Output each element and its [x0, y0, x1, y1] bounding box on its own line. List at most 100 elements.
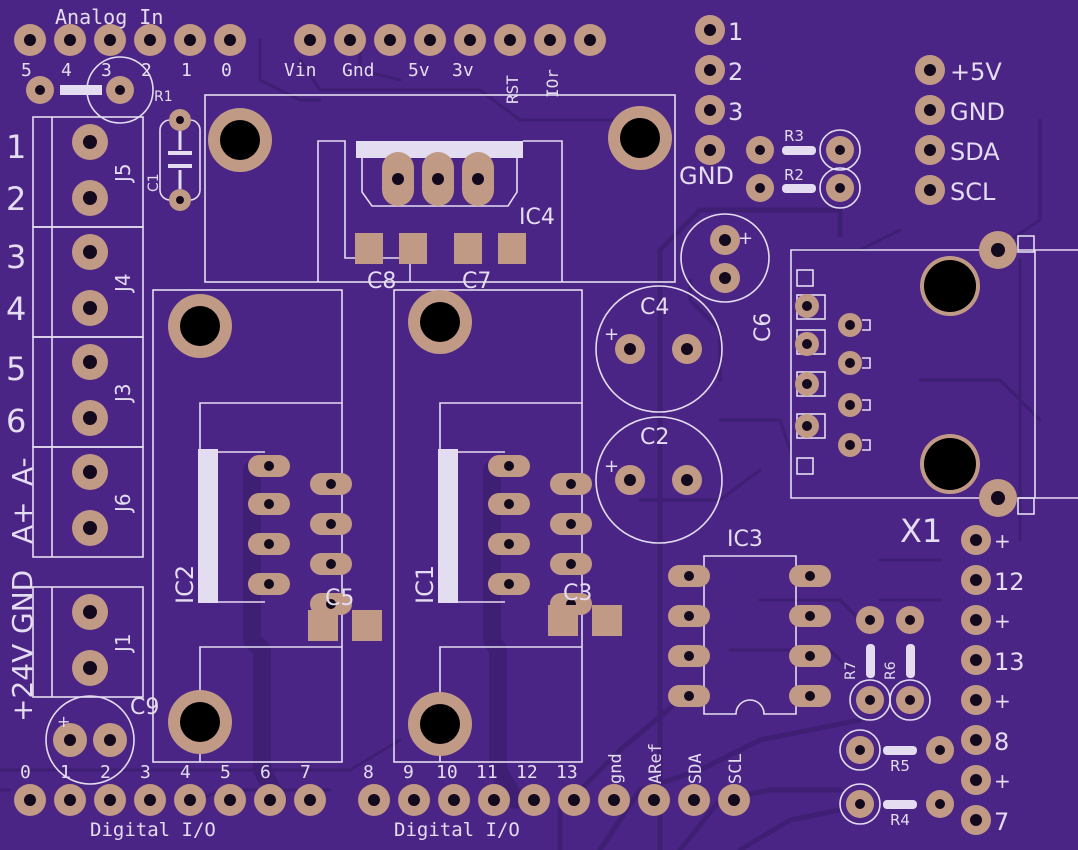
analog-pin-0: 0 — [221, 60, 232, 81]
c9-label: C9 — [130, 695, 159, 720]
digital-pin-13: 13 — [556, 762, 578, 783]
servo-pin-7: 7 — [994, 808, 1009, 836]
digital-pin-aref: ARef — [646, 743, 666, 784]
c5-label: C5 — [325, 586, 354, 611]
r1-resistor: R1 — [26, 56, 173, 124]
digital-pin-gnd: gnd — [606, 753, 626, 784]
digital-io-label-b: Digital I/O — [394, 819, 520, 841]
sensor-pin-2: 2 — [728, 58, 743, 86]
sensor-pin-3: 3 — [728, 98, 743, 126]
servo-pin-plus-4: + — [994, 769, 1011, 793]
pin-vin: Vin — [284, 60, 317, 81]
r3-resistor: R3 — [746, 127, 861, 171]
c2-capacitor: + C2 — [595, 416, 723, 544]
c6-label: C6 — [751, 313, 776, 342]
ic4-label: IC4 — [519, 205, 555, 230]
i2c-pin-sda: SDA — [950, 138, 1000, 166]
j4-label: J4 — [111, 273, 135, 294]
j1-label: J1 — [111, 633, 135, 654]
c4-plus: + — [604, 324, 619, 345]
c6-capacitor: + C6 — [680, 213, 776, 342]
servo-pin-plus-1: + — [994, 529, 1011, 553]
digital-pin-11: 11 — [476, 762, 498, 783]
digital-pin-5: 5 — [220, 762, 231, 783]
digital-pin-4: 4 — [180, 762, 191, 783]
r6-label: R6 — [883, 661, 899, 680]
c9-capacitor: + C9 — [45, 695, 159, 785]
sensor-header: 1 2 3 GND — [679, 15, 743, 190]
r3-label: R3 — [784, 127, 804, 145]
c1-capacitor: C1 — [146, 109, 201, 211]
c8-label: C8 — [367, 269, 396, 294]
servo-header: + 12 + 13 + 8 + 7 — [961, 525, 1025, 836]
analog-pin-5: 5 — [21, 60, 32, 81]
ic3-label: IC3 — [727, 527, 763, 552]
terminal-label-5: 5 — [6, 350, 26, 388]
analog-pin-1: 1 — [181, 60, 192, 81]
c2-label: C2 — [640, 425, 669, 450]
pin-5v: 5v — [408, 60, 430, 81]
servo-pin-8: 8 — [994, 728, 1009, 756]
i2c-pin-gnd: GND — [950, 98, 1005, 126]
analog-pin-4: 4 — [61, 60, 72, 81]
pin-3v: 3v — [452, 60, 474, 81]
digital-pin-8: 8 — [363, 762, 374, 783]
c1-label: C1 — [146, 173, 162, 192]
copper-traces — [0, 38, 1042, 850]
terminal-label-a-minus: A- — [6, 457, 39, 486]
servo-pin-12: 12 — [994, 568, 1025, 596]
pin-gnd: Gnd — [342, 60, 375, 81]
x1-label: X1 — [900, 512, 942, 550]
j6-label: J6 — [111, 493, 135, 514]
terminal-label-a-plus: A+ — [6, 501, 39, 544]
r2-resistor: R2 — [746, 166, 861, 209]
sensor-pin-1: 1 — [728, 18, 743, 46]
digital-pin-3: 3 — [140, 762, 151, 783]
terminal-label-gnd: GND — [6, 570, 39, 634]
digital-pin-10: 10 — [436, 762, 458, 783]
digital-pin-12: 12 — [516, 762, 538, 783]
digital-pin-scl: SCL — [726, 753, 746, 784]
c2-plus: + — [604, 456, 619, 477]
i2c-pin-scl: SCL — [950, 178, 996, 206]
i2c-header: +5V GND SDA SCL — [915, 55, 1005, 206]
r2-label: R2 — [784, 166, 804, 184]
terminal-blocks: J5 J4 J3 J6 J1 1 2 3 4 5 6 A- A+ GND +24… — [6, 116, 144, 722]
digital-pin-0: 0 — [20, 762, 31, 783]
c4-capacitor: + C4 — [595, 285, 723, 413]
digital-pin-sda: SDA — [686, 753, 706, 784]
x1-connector: X1 — [790, 231, 1078, 550]
c6-plus: + — [738, 228, 753, 249]
digital-pin-9: 9 — [403, 762, 414, 783]
ic3-chip: IC3 — [668, 527, 831, 715]
c3-label: C3 — [563, 581, 592, 606]
terminal-label-2: 2 — [6, 180, 26, 218]
sensor-pin-gnd: GND — [679, 162, 734, 190]
r4-resistor: R4 — [839, 783, 954, 829]
r6-r7-resistors: R7 R6 — [843, 606, 931, 721]
servo-pin-plus-2: + — [994, 609, 1011, 633]
pin-rst: RST — [503, 75, 522, 104]
r5-resistor: R5 — [839, 729, 954, 775]
j5-label: J5 — [111, 163, 135, 184]
terminal-label-6: 6 — [6, 402, 26, 440]
analog-header: Analog In 5 4 3 2 1 0 — [14, 5, 246, 81]
servo-pin-plus-3: + — [994, 689, 1011, 713]
r5-label: R5 — [890, 757, 910, 775]
j3-label: J3 — [111, 383, 135, 404]
analog-pin-3: 3 — [101, 60, 112, 81]
c9-plus: + — [57, 712, 70, 731]
ic2-driver: IC2 C5 — [152, 289, 382, 763]
digital-pin-7: 7 — [300, 762, 311, 783]
pin-ior: IOr — [543, 69, 562, 98]
r1-label: R1 — [154, 89, 173, 105]
r4-label: R4 — [890, 811, 910, 829]
c4-label: C4 — [640, 295, 669, 320]
terminal-label-24v: +24V — [6, 644, 39, 722]
servo-pin-13: 13 — [994, 648, 1025, 676]
ic1-driver: IC1 C3 — [393, 289, 622, 763]
ic2-label: IC2 — [171, 565, 199, 604]
i2c-pin-5v: +5V — [950, 58, 1002, 86]
